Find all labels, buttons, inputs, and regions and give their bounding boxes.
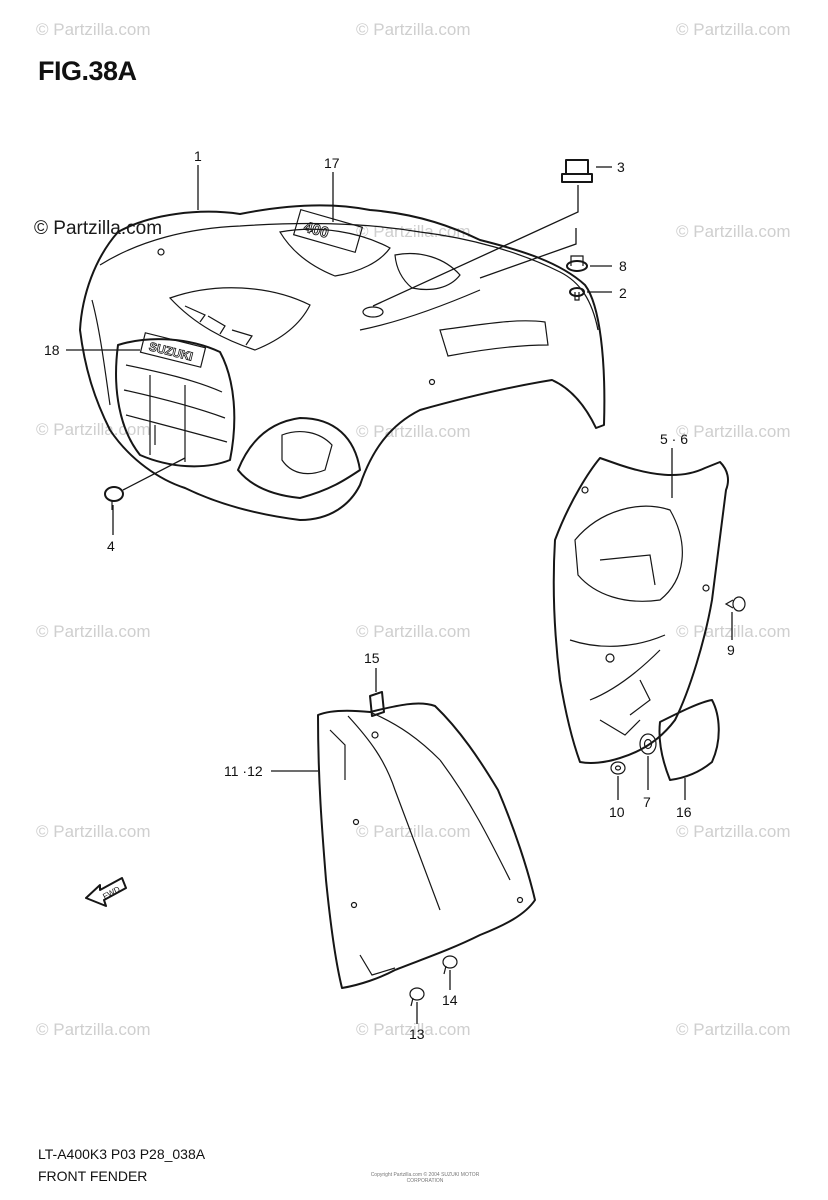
watermark: © Partzilla.com: [676, 822, 791, 841]
callout-18: 18: [44, 342, 60, 358]
callout-5-6: 5 · 6: [660, 431, 689, 447]
figure-title: FIG.38A: [38, 56, 137, 86]
callout-16: 16: [676, 804, 692, 820]
bolt: [724, 596, 746, 612]
watermark: © Partzilla.com: [36, 20, 151, 39]
watermark: © Partzilla.com: [676, 1020, 791, 1039]
callout-4: 4: [107, 538, 115, 554]
callout-2: 2: [619, 285, 627, 301]
watermark: © Partzilla.com: [676, 422, 791, 441]
callout-15: 15: [364, 650, 380, 666]
callout-1: 1: [194, 148, 202, 164]
callout-7: 7: [643, 794, 651, 810]
callout-10: 10: [609, 804, 625, 820]
callout-11-12: 11 ·12: [224, 763, 263, 779]
screw: [409, 987, 425, 1007]
callout-8: 8: [619, 258, 627, 274]
watermark: © Partzilla.com: [676, 20, 791, 39]
watermark: © Partzilla.com: [36, 822, 151, 841]
forward-arrow-icon: FWD: [85, 877, 127, 907]
watermark: © Partzilla.com: [36, 622, 151, 641]
inner-fender-right: [552, 457, 729, 764]
watermark: © Partzilla.com: [356, 1020, 471, 1039]
watermark: © Partzilla.com: [356, 822, 471, 841]
callout-17: 17: [324, 155, 340, 171]
well-nut: [566, 255, 588, 272]
watermark: © Partzilla.com: [36, 420, 151, 439]
diagram-caption: FRONT FENDER: [38, 1168, 148, 1184]
callout-9: 9: [727, 642, 735, 658]
bushing: [639, 733, 657, 755]
callout-13: 13: [409, 1026, 425, 1042]
watermark: © Partzilla.com: [676, 222, 791, 241]
callout-14: 14: [442, 992, 458, 1008]
watermark-primary: © Partzilla.com: [34, 218, 163, 239]
callout-3: 3: [617, 159, 625, 175]
leader-lines: [66, 165, 733, 1024]
clip: [369, 691, 385, 717]
watermark: © Partzilla.com: [356, 20, 471, 39]
grommet: [561, 159, 593, 183]
inner-fender-left: [317, 702, 536, 989]
watermark: © Partzilla.com: [36, 1020, 151, 1039]
watermark: © Partzilla.com: [356, 422, 471, 441]
screw: [104, 486, 124, 510]
diagram-code: LT-A400K3 P03 P28_038A: [38, 1146, 206, 1162]
watermark: © Partzilla.com: [356, 622, 471, 641]
screw: [442, 955, 458, 975]
front-fender-body: SUZUKI 400: [79, 204, 606, 521]
bolt: [569, 287, 585, 301]
copyright-note: Copyright Partzilla.com © 2004 SUZUKI MO…: [370, 1172, 480, 1184]
washer: [610, 761, 626, 775]
cover-plate: [658, 699, 720, 781]
